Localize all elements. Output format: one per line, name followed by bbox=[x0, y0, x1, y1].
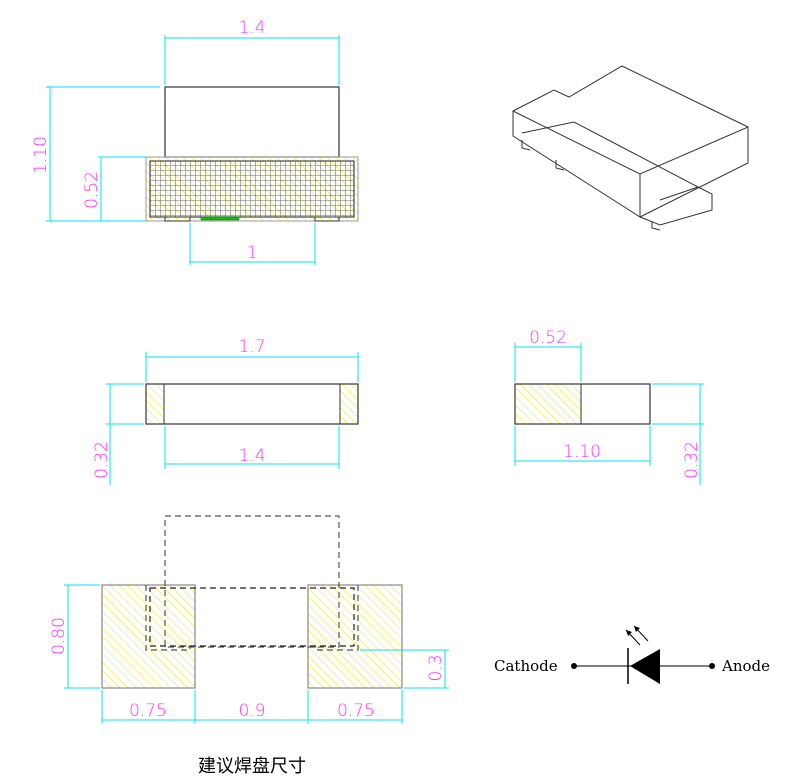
footprint-pad-right bbox=[307, 584, 403, 689]
side-length-dim: 1.7 bbox=[238, 337, 265, 357]
pad-height-dim: 0.80 bbox=[49, 617, 69, 655]
pad-gap-dim: 0.9 bbox=[238, 701, 265, 721]
top-height-dim: 1.10 bbox=[31, 136, 51, 174]
end-thickness-dim: 0.32 bbox=[682, 441, 702, 479]
pad-width-right-dim: 0.75 bbox=[337, 701, 375, 721]
side-body-dim: 1.4 bbox=[238, 446, 265, 466]
end-view: 0.52 1.10 0.32 bbox=[514, 328, 704, 485]
pad-right bbox=[314, 216, 340, 222]
isometric-view bbox=[512, 65, 749, 231]
diode-icon bbox=[630, 649, 660, 684]
lens-mesh bbox=[149, 160, 355, 218]
end-width-dim: 1.10 bbox=[563, 442, 601, 462]
pad-width-left-dim: 0.75 bbox=[129, 701, 167, 721]
pad-offset-dim: 0.3 bbox=[426, 654, 446, 681]
light-arrows-icon bbox=[626, 626, 640, 636]
side-thickness-dim: 0.32 bbox=[92, 441, 112, 479]
led-symbol: Cathode Anode bbox=[494, 625, 770, 684]
anode-label: Anode bbox=[721, 657, 770, 675]
footprint-view: 0.80 0.75 0.9 0.75 0.3 建议焊盘尺寸 bbox=[49, 515, 449, 777]
side-view: 1.7 1.4 0.32 bbox=[92, 337, 359, 485]
top-lens-height-dim: 0.52 bbox=[82, 171, 102, 209]
end-pad-dim: 0.52 bbox=[529, 328, 567, 348]
pad-spacing-dim: 1 bbox=[247, 243, 258, 263]
top-view: 1.4 1.10 0.52 1 bbox=[31, 18, 359, 265]
footprint-pad-left bbox=[101, 584, 196, 689]
top-width-dim: 1.4 bbox=[238, 18, 265, 38]
footprint-caption: 建议焊盘尺寸 bbox=[198, 756, 306, 777]
lens-outline bbox=[164, 86, 340, 158]
pad-left bbox=[164, 216, 191, 222]
polarity-mark bbox=[200, 216, 240, 221]
cathode-label: Cathode bbox=[494, 657, 558, 675]
